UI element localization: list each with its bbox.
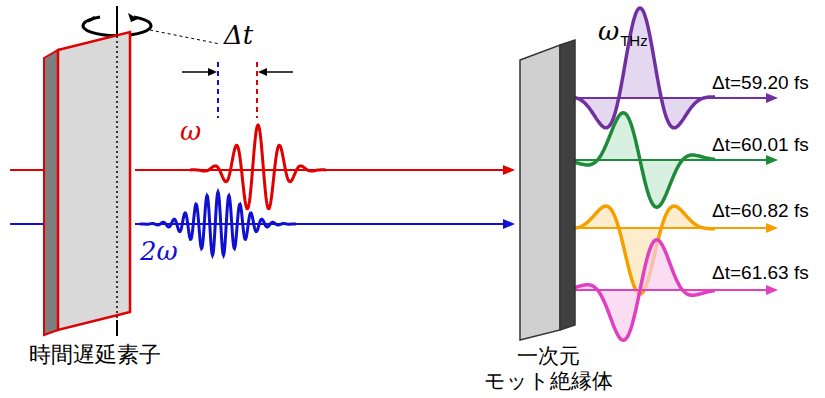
slab-side <box>44 50 58 335</box>
thz-subscript: THz <box>620 32 648 49</box>
leader-line <box>150 30 220 44</box>
wave-fill <box>565 8 715 128</box>
arrow-head <box>766 223 778 233</box>
delay-arrow <box>182 71 210 73</box>
rotation-axis <box>116 36 118 320</box>
time-axis <box>560 289 768 291</box>
arrow-head <box>128 13 138 22</box>
marker-line <box>256 62 258 118</box>
delay-arrow <box>265 71 293 73</box>
node-label: 一次元 モット絶縁体 <box>473 343 623 393</box>
arrow-head <box>503 219 515 229</box>
delay-element: 時間遅延素子 <box>40 30 135 335</box>
arrow-head <box>766 93 778 103</box>
thz-waveform <box>565 8 715 128</box>
delay-label: Δt <box>224 20 253 50</box>
wave-fill <box>565 206 715 294</box>
rotation-arrow <box>88 17 95 21</box>
time-axis <box>560 97 768 99</box>
frequency-label: 2ω <box>140 236 178 266</box>
thz-waveform <box>565 113 715 207</box>
arrow-head <box>208 68 217 76</box>
rotation-axis <box>116 6 118 36</box>
rotation-axis <box>116 320 118 336</box>
time-axis <box>560 227 768 229</box>
red-pulse <box>190 125 326 209</box>
thz-label: ω <box>598 16 619 46</box>
mott-insulator: 一次元 モット絶縁体 <box>515 40 583 342</box>
thz-waveform <box>565 240 715 340</box>
slab-face <box>58 32 130 330</box>
node-shape <box>40 30 135 335</box>
arrow-head <box>766 155 778 165</box>
arrow-head <box>258 68 267 76</box>
rotation-arrow <box>83 17 151 36</box>
thz-waveform <box>565 206 715 294</box>
frequency-label: ω <box>180 116 201 146</box>
arrow-head <box>766 285 778 295</box>
slab-face <box>520 45 560 340</box>
node-label: 時間遅延素子 <box>5 342 185 368</box>
beam-line <box>135 223 505 225</box>
delay-value: Δt=60.01 fs <box>712 134 809 156</box>
slab-side <box>560 40 575 330</box>
delay-value: Δt=61.63 fs <box>712 262 809 284</box>
delay-value: Δt=59.20 fs <box>712 72 809 94</box>
node-shape <box>515 40 583 342</box>
delay-value: Δt=60.82 fs <box>712 200 809 222</box>
marker-line <box>217 62 219 118</box>
arrow-head <box>503 165 515 175</box>
time-axis <box>560 159 768 161</box>
